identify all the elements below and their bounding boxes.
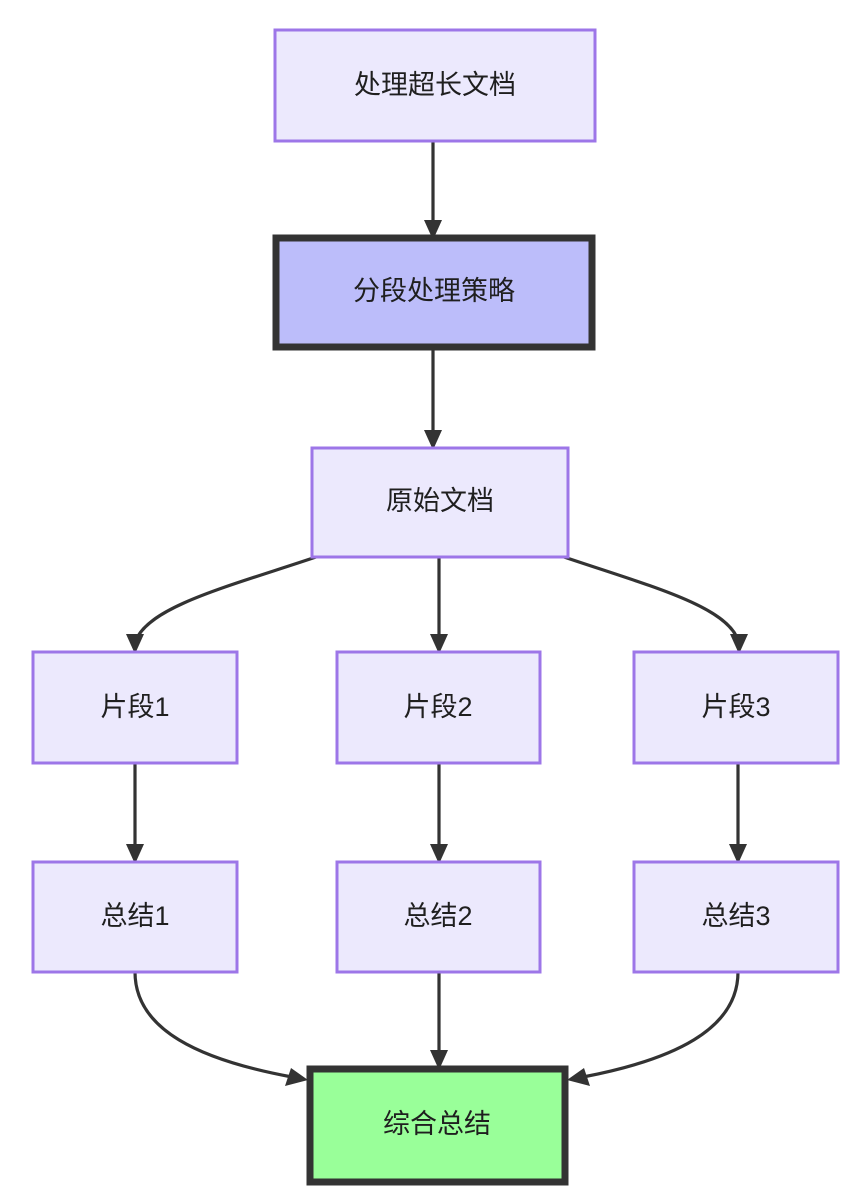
arrowhead-icon (430, 844, 448, 864)
node-box[interactable] (31, 650, 239, 765)
arrowhead-icon (430, 1050, 448, 1070)
arrowhead-icon (730, 634, 748, 654)
node-label: 片段2 (403, 692, 472, 722)
node-box[interactable] (310, 446, 570, 559)
node-label: 总结1 (100, 901, 169, 931)
arrowhead-icon (285, 1068, 308, 1086)
edge-source-to-chunk2 (430, 557, 448, 654)
node-box[interactable] (632, 860, 840, 974)
edge-chunk2-to-sum2 (430, 763, 448, 864)
edge-sum2-to-final (430, 972, 448, 1070)
arrowhead-icon (567, 1068, 590, 1086)
node-box[interactable] (632, 650, 840, 765)
node-box[interactable] (335, 860, 542, 974)
edge-doc-to-strategy (424, 141, 442, 240)
edge-source-to-chunk1 (126, 555, 317, 654)
arrowhead-icon (424, 220, 442, 240)
node-label: 片段1 (100, 692, 169, 722)
arrowhead-icon (430, 634, 448, 654)
node-chunk-2[interactable]: 片段2 (335, 650, 542, 765)
node-box[interactable] (335, 650, 542, 765)
node-chunk-1[interactable]: 片段1 (31, 650, 239, 765)
edge-sum3-to-final (567, 971, 740, 1086)
edge-sum1-to-final (133, 971, 308, 1086)
node-label: 原始文档 (386, 486, 494, 516)
arrowhead-icon (424, 430, 442, 450)
edge-chunk3-to-sum3 (729, 763, 747, 864)
node-box[interactable] (306, 1065, 569, 1186)
node-label: 片段3 (701, 692, 770, 722)
node-layer: 处理超长文档 分段处理策略 原始文档 片段1 片段2 (31, 28, 840, 1186)
edge-strategy-to-source (424, 347, 442, 450)
node-summary-1[interactable]: 总结1 (31, 860, 239, 974)
node-box[interactable] (31, 860, 239, 974)
node-chunk-3[interactable]: 片段3 (632, 650, 840, 765)
arrowhead-icon (126, 844, 144, 864)
node-label: 综合总结 (383, 1109, 491, 1139)
node-source-document[interactable]: 原始文档 (310, 446, 570, 559)
node-final-summary[interactable]: 综合总结 (306, 1065, 569, 1186)
node-summary-2[interactable]: 总结2 (335, 860, 542, 974)
node-label: 总结3 (701, 901, 770, 931)
node-process-long-document[interactable]: 处理超长文档 (273, 28, 597, 143)
node-box[interactable] (273, 28, 597, 143)
arrowhead-icon (126, 634, 144, 654)
node-box[interactable] (272, 234, 596, 351)
edge-source-to-chunk3 (563, 555, 748, 654)
node-chunking-strategy[interactable]: 分段处理策略 (272, 234, 596, 351)
node-summary-3[interactable]: 总结3 (632, 860, 840, 974)
node-label: 处理超长文档 (354, 70, 516, 100)
edge-layer (126, 141, 748, 1086)
edge-chunk1-to-sum1 (126, 763, 144, 864)
node-label: 总结2 (403, 901, 472, 931)
node-label: 分段处理策略 (353, 276, 515, 306)
arrowhead-icon (729, 844, 747, 864)
